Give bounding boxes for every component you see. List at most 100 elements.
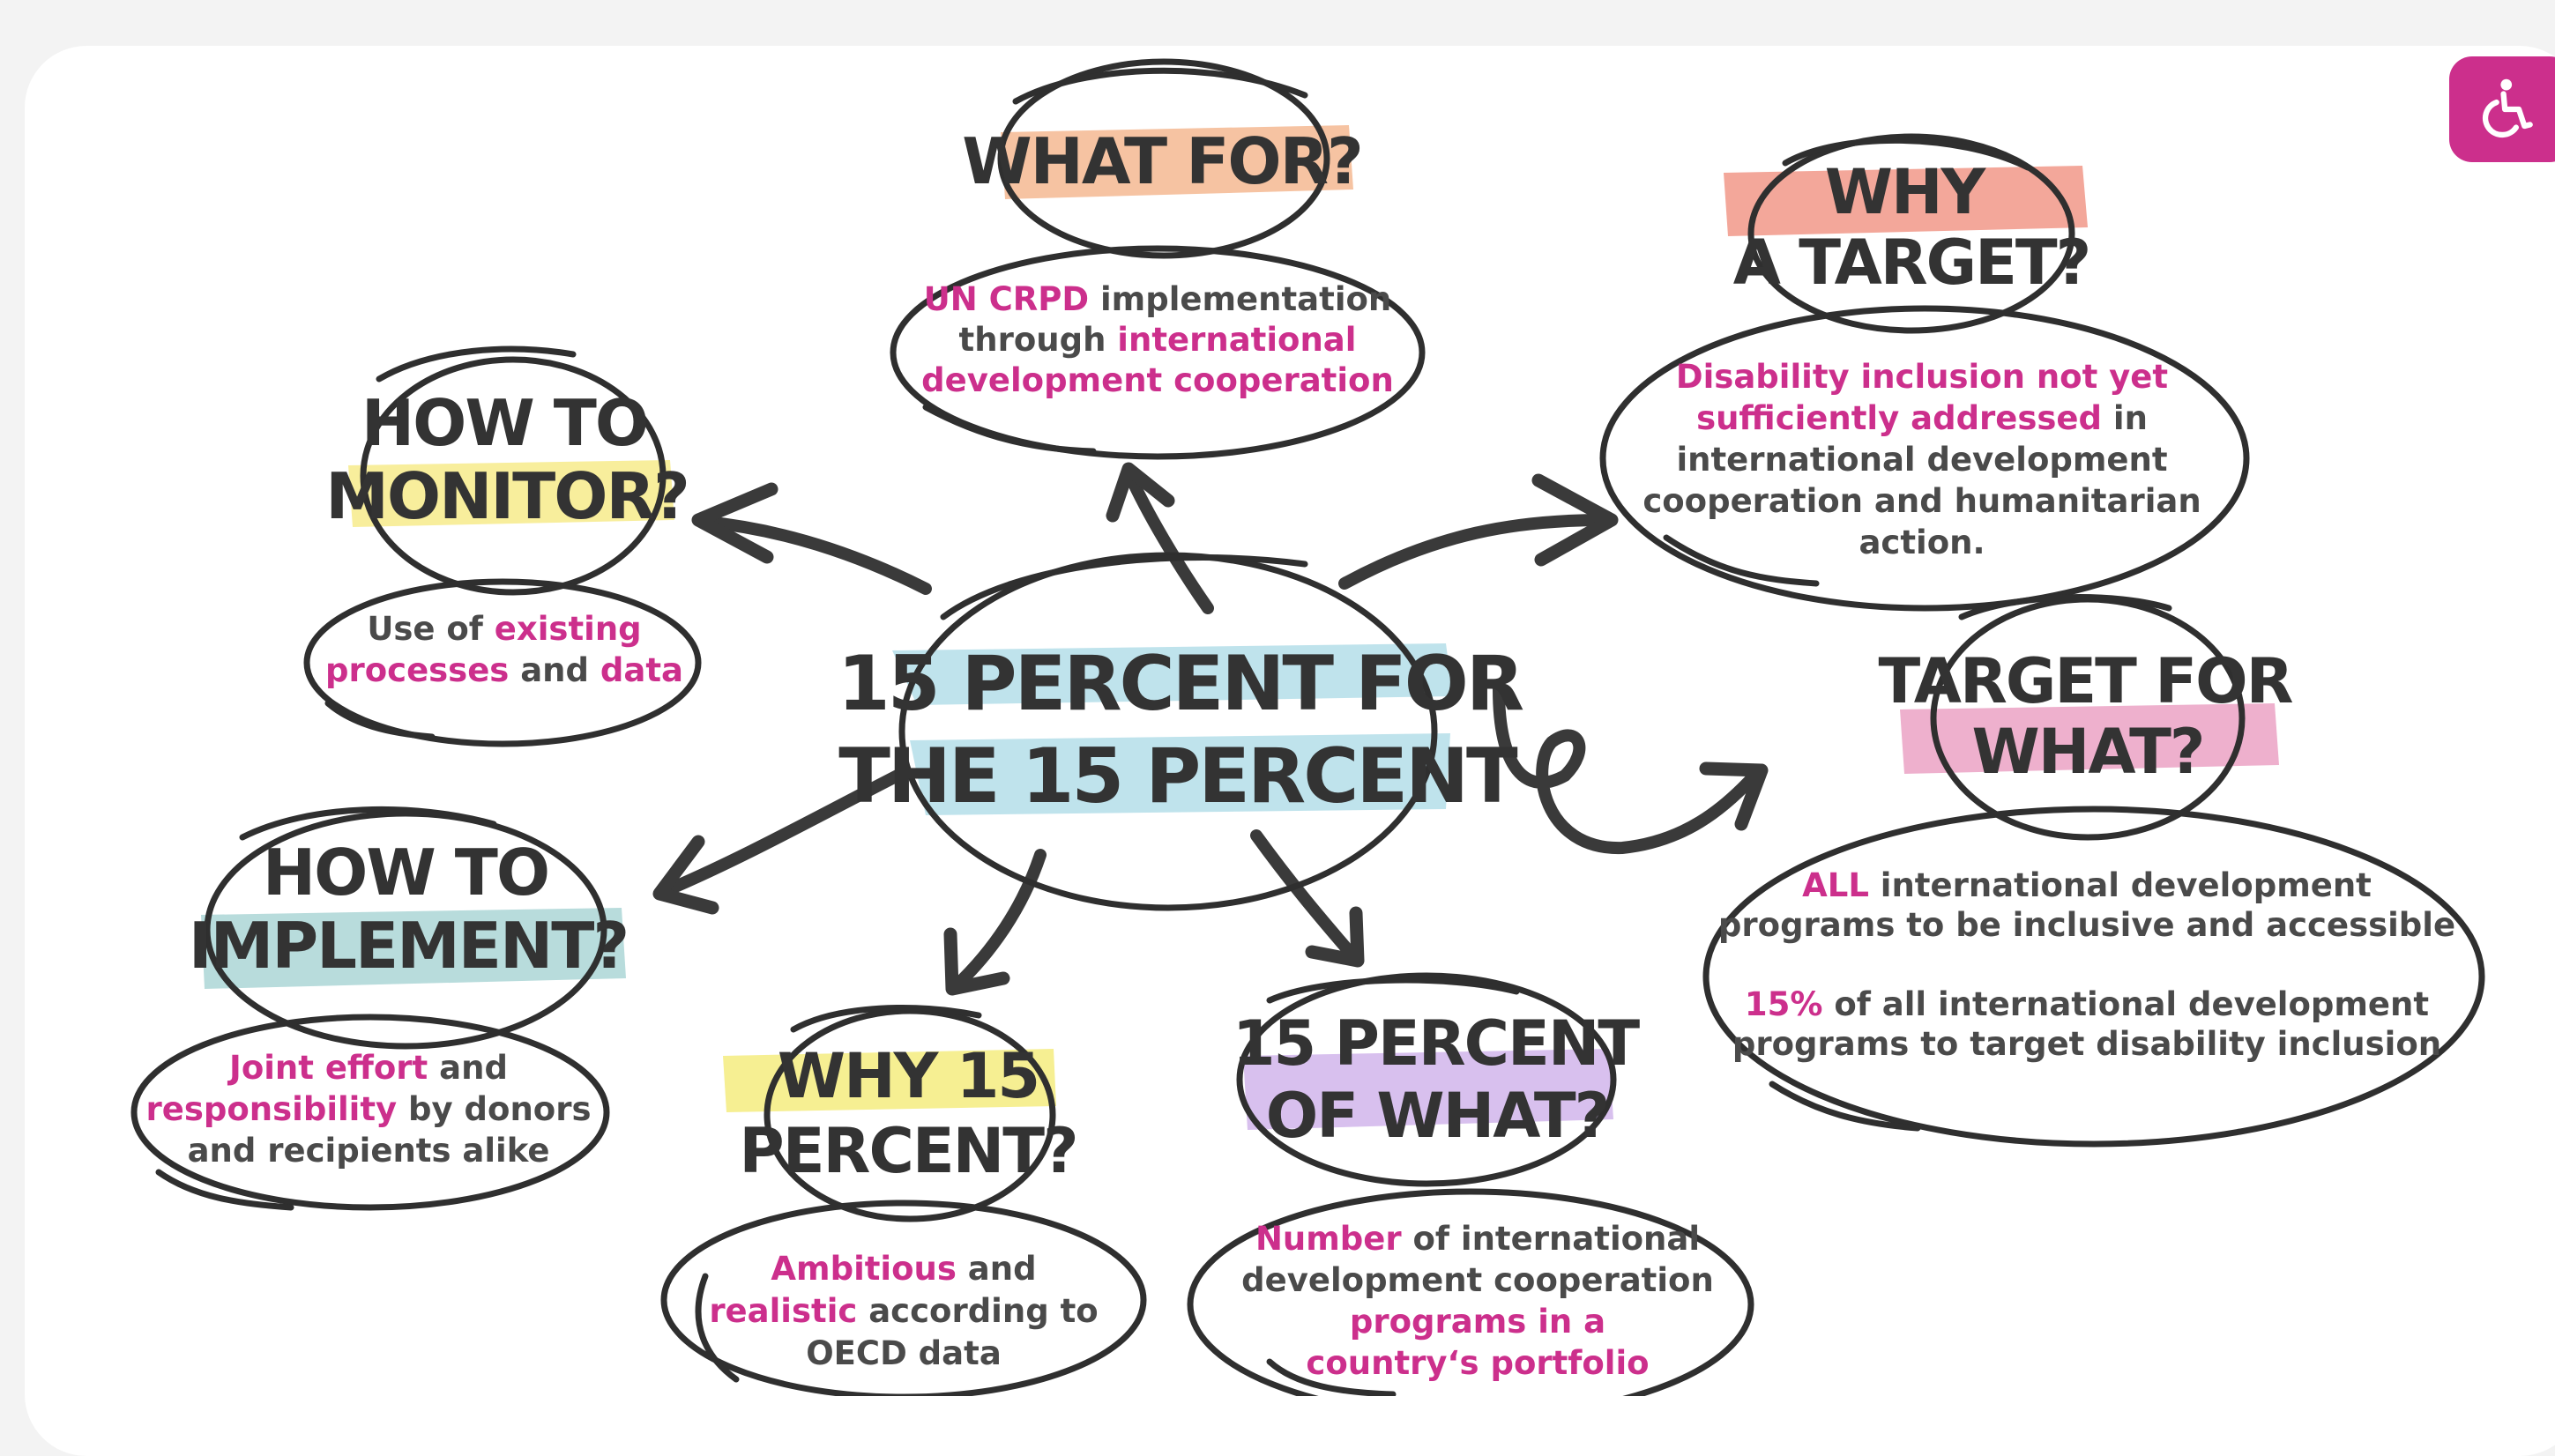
answer-line-0-part-0: Joint effort xyxy=(227,1049,428,1087)
target-for-what-highlight xyxy=(1900,703,2279,774)
answer-line-0-part-0: Number xyxy=(1255,1220,1402,1258)
node-percent-of-what: 15 PERCENT OF WHAT? Number of internatio… xyxy=(1187,972,1754,1396)
center-ring xyxy=(898,552,1438,911)
node-target-for-what: TARGET FOR WHAT? ALL international devel… xyxy=(1702,594,2485,1148)
node-why-target: WHY A TARGET? Disability inclusion not y… xyxy=(1599,133,2250,612)
answer-line-4-part-0: programs to target disability inclusion xyxy=(1732,1025,2441,1063)
center-highlight-top xyxy=(892,643,1453,705)
answer-line-0-part-0: UN CRPD xyxy=(924,280,1089,318)
answer-line-1-part-1: by donors xyxy=(397,1090,591,1128)
answer-line-1-part-1: in xyxy=(2102,399,2148,437)
answer-line-0-part-1: existing xyxy=(495,610,642,648)
page: 15 PERCENT FOR THE 15 PERCENT WHAT FOR? … xyxy=(25,46,2555,1456)
why-15-answer-ring xyxy=(660,1200,1147,1396)
how-monitor-question-line-2: MONITOR? xyxy=(325,459,688,533)
answer-line-0-part-1: and xyxy=(957,1250,1037,1288)
why-target-highlight xyxy=(1724,166,2088,236)
target-for-what-question-line-1: TARGET FOR xyxy=(1878,645,2292,717)
why-15-question-line-2: PERCENT? xyxy=(739,1115,1076,1187)
percent-of-what-question-ring xyxy=(1236,972,1617,1187)
how-monitor-question-line-1: HOW TO xyxy=(361,386,647,460)
answer-line-3-part-0: 15% xyxy=(1745,985,1823,1023)
arrow-what-for xyxy=(1124,470,1214,614)
percent-of-what-highlight xyxy=(1243,1049,1613,1130)
answer-line-1-part-1: and xyxy=(509,651,600,689)
target-for-what-answer-ring xyxy=(1702,806,2485,1148)
answer-line-2-part-0: international development xyxy=(1676,441,2167,479)
answer-line-1-part-0: realistic xyxy=(709,1292,857,1330)
center-title-line-1: 15 PERCENT FOR xyxy=(838,640,1523,728)
answer-line-1-part-1: according to xyxy=(857,1292,1098,1330)
answer-line-3-part-0: country‘s portfolio xyxy=(1306,1344,1649,1382)
arrow-how-implement xyxy=(657,769,904,898)
answer-line-4-part-0: action. xyxy=(1859,524,1985,561)
why-target-question-ring xyxy=(1747,133,2075,334)
answer-line-1-part-0: responsibility xyxy=(146,1090,398,1128)
arrow-why-target xyxy=(1338,514,1611,590)
answer-line-0-part-0: Use of xyxy=(367,610,494,648)
node-how-implement: HOW TO IMPLEMENT? Joint effort and respon… xyxy=(130,806,629,1211)
wheelchair-icon xyxy=(2482,78,2533,138)
percent-of-what-question-line-1: 15 PERCENT xyxy=(1233,1007,1641,1080)
answer-line-0-part-1: implementation xyxy=(1089,280,1391,318)
what-for-answer-ring xyxy=(890,245,1426,460)
answer-line-3-part-0: cooperation and humanitarian xyxy=(1642,482,2201,520)
answer-line-1-part-1: international xyxy=(1117,321,1356,359)
answer-line-0-part-0: Disability inclusion not yet xyxy=(1676,358,2168,396)
answer-line-1-part-2: data xyxy=(600,651,683,689)
answer-line-0-part-1: international development xyxy=(1869,866,2372,904)
answer-line-1-part-0: sufficiently addressed xyxy=(1696,399,2102,437)
answer-line-0-part-1: of international xyxy=(1402,1220,1700,1258)
how-monitor-question-ring xyxy=(360,356,667,596)
what-for-question: WHAT FOR? xyxy=(962,124,1362,198)
why-target-question-line-2: A TARGET? xyxy=(1733,227,2090,299)
answer-line-1-part-0: programs to be inclusive and accessible xyxy=(1718,906,2455,944)
answer-line-1-part-0: processes xyxy=(325,651,509,689)
how-implement-answer-ring xyxy=(130,1014,610,1211)
why-target-question-line-1: WHY xyxy=(1825,156,1987,228)
what-for-highlight xyxy=(1001,125,1353,199)
answer-line-1-part-0: through xyxy=(959,321,1118,359)
how-implement-question-ring xyxy=(204,810,607,1050)
mind-map-diagram: 15 PERCENT FOR THE 15 PERCENT WHAT FOR? … xyxy=(130,58,2485,1396)
how-implement-question-line-1: HOW TO xyxy=(263,836,548,910)
arrow-why-15 xyxy=(950,849,1047,992)
accessibility-button[interactable] xyxy=(2449,56,2555,162)
answer-line-3-part-1: of all international development xyxy=(1822,985,2429,1023)
arrow-target-for-what xyxy=(1493,683,1761,855)
answer-line-2-part-0: development cooperation xyxy=(921,361,1394,399)
answer-line-1-part-0: development cooperation xyxy=(1241,1261,1714,1299)
answer-line-2-part-0: OECD data xyxy=(806,1334,1002,1372)
arrow-percent-of-what xyxy=(1250,829,1359,962)
how-monitor-answer-ring xyxy=(303,578,702,747)
center-title-line-2: THE 15 PERCENT xyxy=(838,732,1518,821)
what-for-question-ring xyxy=(997,58,1330,259)
why-15-highlight xyxy=(723,1049,1056,1112)
target-for-what-question-line-2: WHAT? xyxy=(1972,716,2204,788)
answer-line-0-part-1: and xyxy=(428,1049,508,1087)
why-15-question-line-1: WHY 15 xyxy=(778,1040,1039,1112)
arrow-how-monitor xyxy=(699,516,932,595)
how-implement-highlight xyxy=(201,908,626,989)
answer-line-0-part-0: Ambitious xyxy=(771,1250,957,1288)
percent-of-what-answer-ring xyxy=(1187,1188,1754,1396)
center-node: 15 PERCENT FOR THE 15 PERCENT xyxy=(838,552,1526,911)
how-implement-question-line-2: IMPLEMENT? xyxy=(189,909,628,983)
why-15-answer: Ambitious and realistic according to OECD … xyxy=(709,1250,1098,1372)
connector-arrows xyxy=(652,462,1769,996)
answer-line-2-part-0: programs in a xyxy=(1350,1303,1605,1341)
node-why-15: WHY 15 PERCENT? Ambitious and realistic a… xyxy=(660,1005,1147,1396)
how-implement-answer: Joint effort and responsibility by donors… xyxy=(146,1049,592,1170)
how-monitor-highlight xyxy=(348,460,674,527)
percent-of-what-question-line-2: OF WHAT? xyxy=(1266,1080,1609,1152)
answer-line-2-part-0 xyxy=(2082,946,2093,984)
answer-line-0-part-0: ALL xyxy=(1802,866,1869,904)
why-target-answer-ring xyxy=(1599,305,2250,612)
